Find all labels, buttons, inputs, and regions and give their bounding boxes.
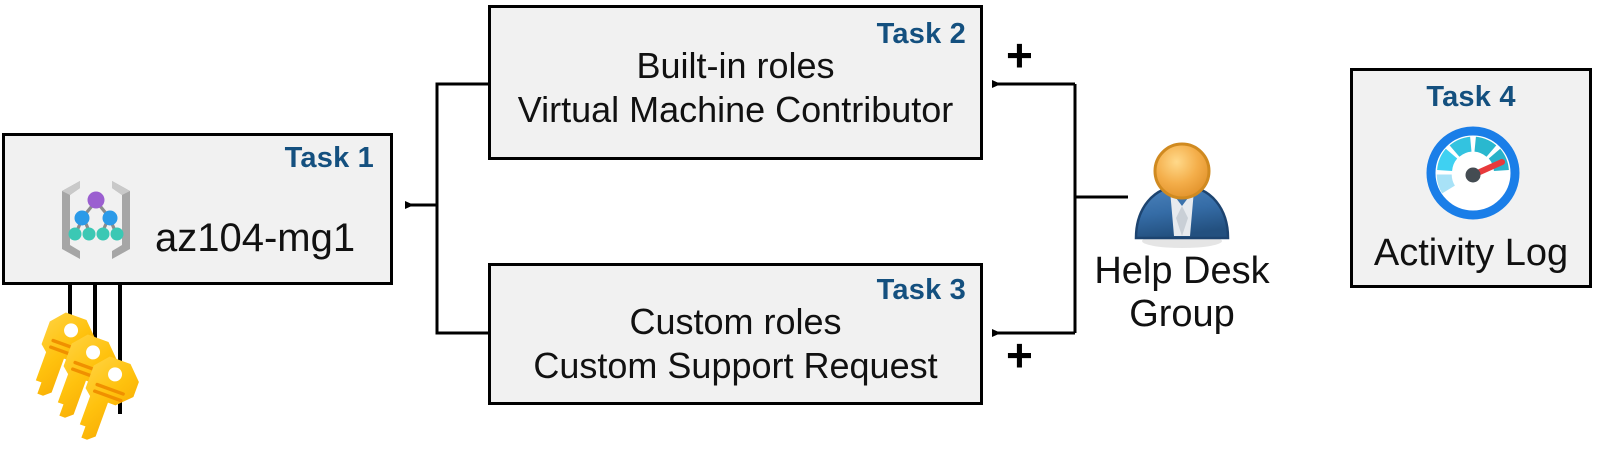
task3-badge: Task 3 — [876, 274, 966, 306]
task2-line2: Virtual Machine Contributor — [517, 88, 954, 130]
connector-roles-to-management-group — [405, 82, 488, 335]
keys-icon — [35, 312, 139, 440]
helpdesk-line1: Help Desk — [1094, 250, 1270, 292]
user-group-icon — [1134, 142, 1230, 248]
plus-icon-top: + — [1006, 29, 1033, 81]
task4-box[interactable]: Task 4 Activity Log — [1350, 68, 1592, 288]
management-group-icon — [62, 181, 130, 259]
key-3 — [79, 356, 139, 440]
task1-badge: Task 1 — [284, 142, 374, 174]
task2-text: Built-in roles Virtual Machine Contribut… — [491, 44, 980, 132]
task2-box[interactable]: Task 2 Built-in roles Virtual Machine Co… — [488, 5, 983, 160]
helpdesk-group-label: Help Desk Group — [1082, 250, 1282, 335]
task3-text: Custom roles Custom Support Request — [491, 300, 980, 388]
task1-box[interactable]: Task 1 az10 — [2, 133, 393, 285]
plus-icon-bottom: + — [1006, 329, 1033, 381]
task1-name-label: az104-mg1 — [155, 216, 356, 260]
activity-log-gauge-icon — [1426, 126, 1520, 220]
task2-line1: Built-in roles — [636, 45, 835, 86]
task2-badge: Task 2 — [876, 18, 966, 50]
task3-line2: Custom Support Request — [533, 344, 938, 386]
task3-line1: Custom roles — [629, 301, 842, 342]
task4-badge: Task 4 — [1426, 81, 1516, 113]
task4-label: Activity Log — [1373, 232, 1569, 274]
task3-box[interactable]: Task 3 Custom roles Custom Support Reque… — [488, 263, 983, 405]
helpdesk-line2: Group — [1129, 292, 1235, 335]
